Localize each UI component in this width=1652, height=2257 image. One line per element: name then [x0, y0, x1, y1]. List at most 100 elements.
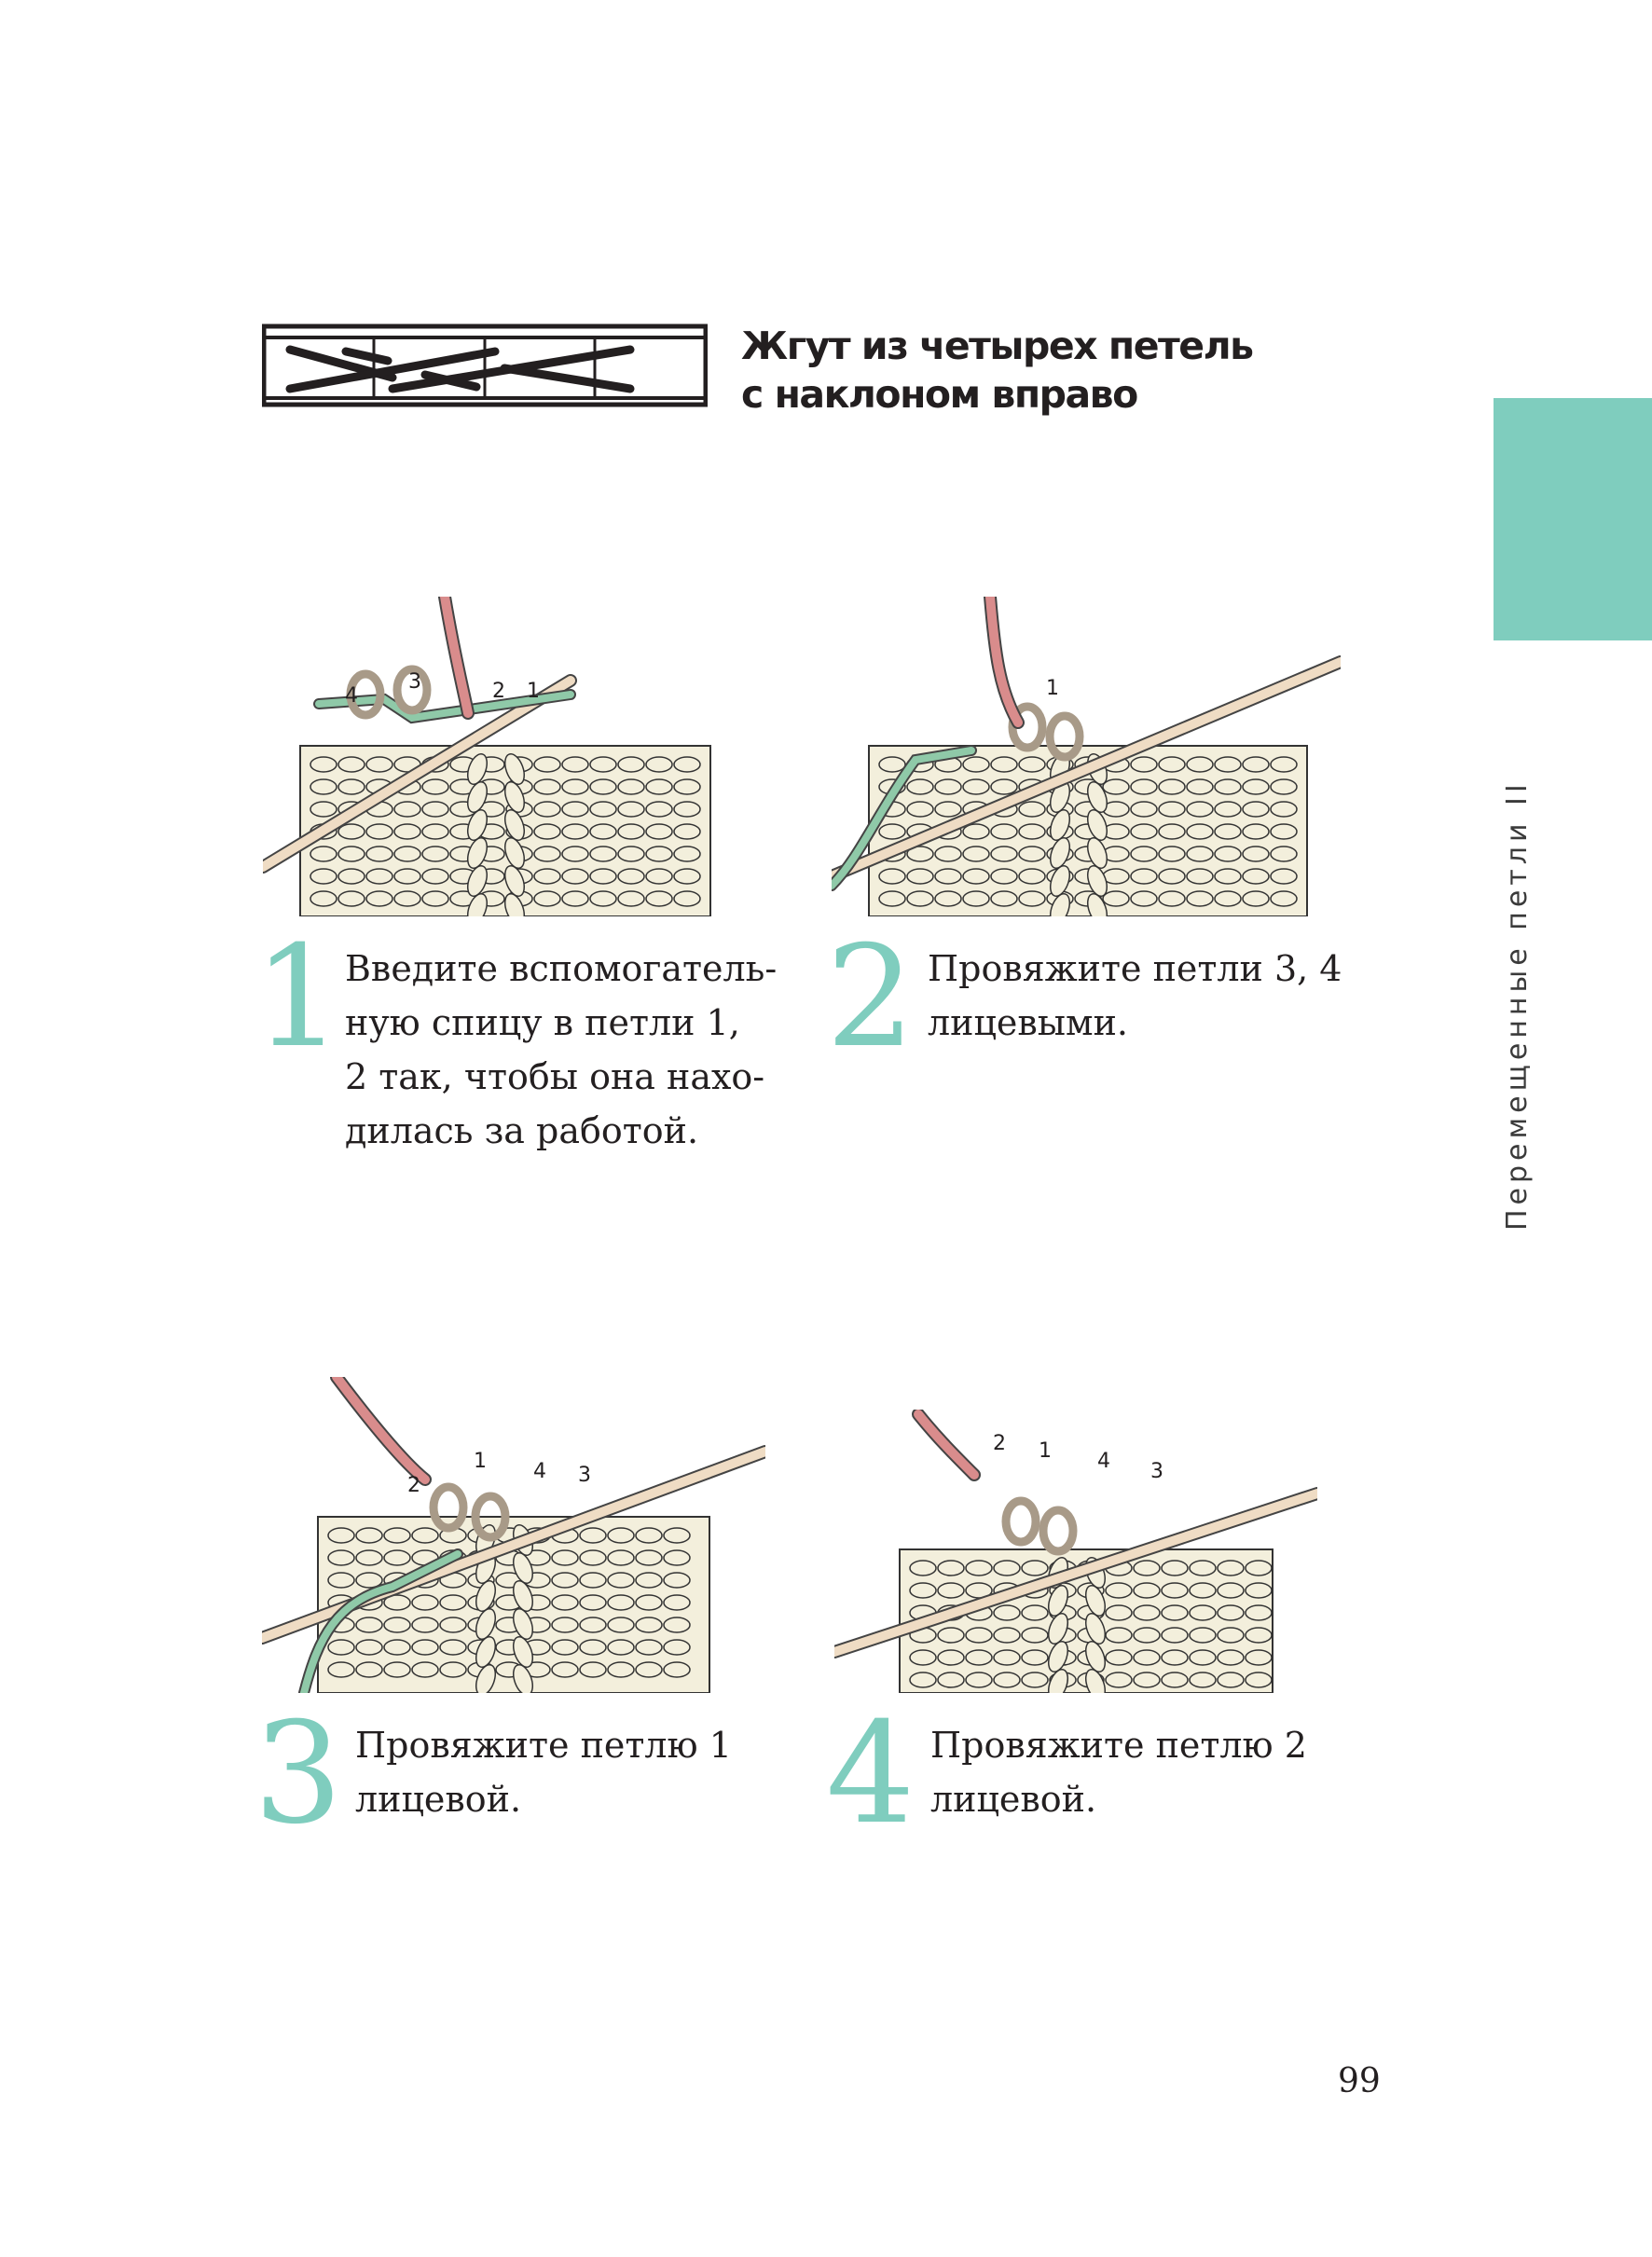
stitch — [645, 778, 673, 795]
stitch — [589, 890, 617, 907]
stitch — [393, 846, 421, 862]
stitch — [1217, 1560, 1245, 1576]
stitch — [965, 1560, 993, 1576]
cable-stitch — [1047, 1668, 1069, 1693]
cable-stitch — [503, 752, 526, 786]
stitch — [551, 1661, 579, 1678]
stitch — [673, 823, 701, 840]
stitch-number-label: 3 — [578, 1464, 591, 1487]
stitch — [1021, 1560, 1049, 1576]
cable-stitch — [1084, 1668, 1107, 1693]
stitch — [310, 756, 337, 773]
stitch — [1242, 823, 1270, 840]
stitch — [1018, 890, 1046, 907]
stitch — [1189, 1560, 1217, 1576]
knitting-needle — [263, 676, 575, 872]
stitch — [906, 868, 934, 885]
stitch — [411, 1639, 439, 1656]
cable-stitch — [466, 752, 489, 786]
stitch — [993, 1604, 1021, 1621]
working-yarn — [332, 1377, 430, 1484]
stitch — [1245, 1627, 1273, 1644]
stitch — [934, 778, 962, 795]
cable-stitch — [1047, 1640, 1069, 1673]
stitch — [365, 868, 393, 885]
stitch — [993, 1627, 1021, 1644]
stitch — [1105, 1627, 1133, 1644]
moved-stitch-loop — [1001, 1496, 1040, 1547]
stitch — [617, 756, 645, 773]
stitch — [365, 823, 393, 840]
stitch — [327, 1661, 355, 1678]
cable-stitch — [475, 1635, 497, 1669]
stitch — [663, 1549, 691, 1566]
stitch — [1161, 1582, 1189, 1599]
stitch — [965, 1649, 993, 1666]
moved-stitch-loop — [429, 1482, 468, 1533]
stitch — [337, 778, 365, 795]
step-2-illustration: 1 — [832, 597, 1341, 916]
stitch — [1161, 1649, 1189, 1666]
cable-needle — [300, 1550, 461, 1693]
stitch — [906, 801, 934, 818]
stitch — [1161, 1627, 1189, 1644]
stitch — [607, 1572, 635, 1589]
stitch — [1217, 1604, 1245, 1621]
stitch — [906, 846, 934, 862]
cable-needle — [832, 747, 975, 889]
stitch — [1161, 1604, 1189, 1621]
stitch — [1245, 1560, 1273, 1576]
stitch — [561, 868, 589, 885]
moved-stitch-loop — [1008, 702, 1047, 752]
stitch — [1158, 868, 1186, 885]
stitch — [579, 1527, 607, 1544]
stitch — [439, 1617, 467, 1633]
stitch — [1102, 890, 1130, 907]
stitch — [1021, 1627, 1049, 1644]
cable-stitch — [503, 864, 526, 898]
stitch — [934, 890, 962, 907]
step-2-number: 2 — [826, 916, 915, 1079]
stitch — [533, 868, 561, 885]
stitch — [561, 778, 589, 795]
stitch — [1214, 890, 1242, 907]
page-number: 99 — [1338, 2062, 1381, 2100]
stitch — [421, 890, 449, 907]
stitch — [909, 1582, 937, 1599]
step-1-text: Введите вспомогатель- ную спицу в петли … — [345, 948, 778, 1151]
stitch — [1130, 778, 1158, 795]
stitch — [337, 890, 365, 907]
stitch — [579, 1617, 607, 1633]
page-title: Жгут из четырех петель с наклоном вправо — [741, 322, 1254, 419]
stitch — [1217, 1582, 1245, 1599]
stitch — [310, 846, 337, 862]
stitch — [589, 801, 617, 818]
stitch-number-label: 2 — [993, 1432, 1006, 1455]
stitch — [1270, 801, 1298, 818]
stitch — [617, 868, 645, 885]
stitch — [1133, 1560, 1161, 1576]
stitch — [355, 1549, 383, 1566]
stitch — [906, 778, 934, 795]
stitch — [673, 801, 701, 818]
stitch — [337, 756, 365, 773]
stitch — [1242, 801, 1270, 818]
cable-stitch — [1049, 808, 1071, 842]
stitch-number-label: 4 — [345, 684, 358, 708]
stitch — [635, 1617, 663, 1633]
stitch — [533, 756, 561, 773]
stitch — [645, 823, 673, 840]
stitch — [439, 1594, 467, 1611]
stitch — [365, 890, 393, 907]
stitch — [327, 1639, 355, 1656]
stitch — [355, 1661, 383, 1678]
stitch — [607, 1549, 635, 1566]
cable-stitch — [475, 1607, 497, 1641]
stitch — [1102, 778, 1130, 795]
stitch — [589, 778, 617, 795]
stitch — [1133, 1649, 1161, 1666]
step-3-text: Провяжите петлю 1 лицевой. — [355, 1725, 732, 1820]
stitch — [393, 890, 421, 907]
